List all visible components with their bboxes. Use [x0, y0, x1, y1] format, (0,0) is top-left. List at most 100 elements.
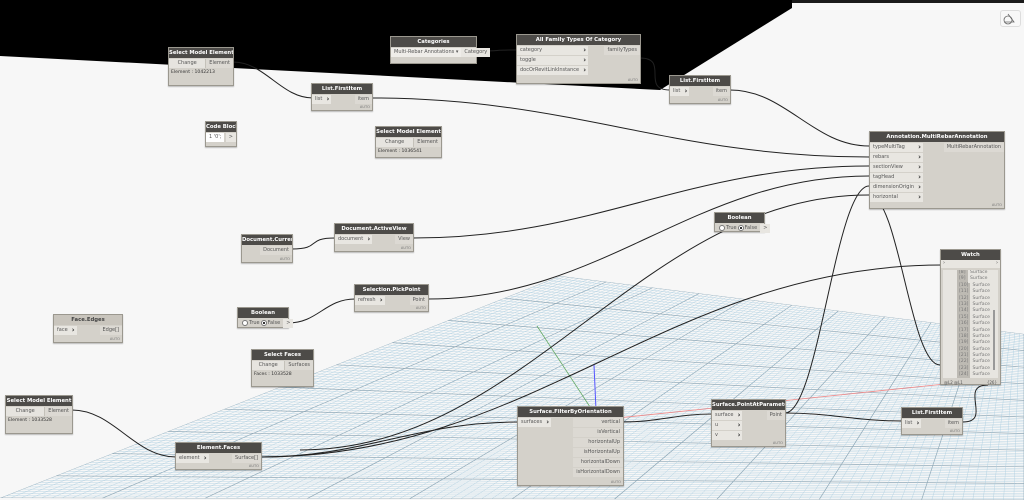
- input-port-refresh[interactable]: refresh: [355, 296, 385, 305]
- connector-wire[interactable]: [71, 409, 177, 458]
- input-port-surface[interactable]: surface: [712, 411, 743, 420]
- node-list-firstitem[interactable]: List.FirstItemlistitemAUTO: [901, 407, 963, 435]
- input-port-u[interactable]: u: [712, 421, 743, 430]
- output-port-point[interactable]: Point: [409, 296, 428, 305]
- watch-scrollbar[interactable]: [993, 310, 995, 370]
- output-port-document[interactable]: Document: [260, 246, 292, 255]
- output-port-vertical[interactable]: vertical: [573, 418, 623, 427]
- node-list-firstitem[interactable]: List.FirstItemlistitemAUTO: [669, 75, 731, 104]
- true-radio[interactable]: [719, 224, 725, 231]
- connector-wire[interactable]: [729, 89, 870, 147]
- input-port-surfaces[interactable]: surfaces: [518, 418, 552, 427]
- input-port-face[interactable]: face: [54, 326, 77, 335]
- connector-wire[interactable]: [622, 413, 713, 423]
- output-port-point[interactable]: Point: [766, 411, 785, 420]
- output-port-multirebarannotation[interactable]: MultiRebarAnnotation: [943, 143, 1004, 152]
- code-input[interactable]: 1 '0';: [206, 133, 225, 142]
- connector-wire[interactable]: [784, 185, 870, 414]
- connector-wire[interactable]: [287, 298, 356, 324]
- node-list-firstitem[interactable]: List.FirstItemlistitemAUTO: [311, 83, 373, 111]
- input-port-category[interactable]: category: [517, 46, 589, 55]
- category-dropdown[interactable]: Multi-Rebar Annotations ▾: [391, 48, 462, 57]
- input-port-toggle[interactable]: toggle: [517, 56, 589, 65]
- output-port-horizontalup[interactable]: horizontalUp: [573, 438, 623, 447]
- input-port-docorrevitlinkinstance[interactable]: docOrRevitLinkInstance: [517, 66, 589, 75]
- connector-wire[interactable]: [639, 57, 671, 91]
- output-port-item[interactable]: item: [944, 419, 962, 428]
- output-port[interactable]: Element: [206, 59, 233, 68]
- input-port[interactable]: ›: [943, 260, 945, 266]
- output-port-isvertical[interactable]: isVertical: [573, 428, 623, 437]
- node-selection-pickpoint[interactable]: Selection.PickPointrefreshPointAUTO: [354, 284, 429, 312]
- input-port-list[interactable]: list: [670, 87, 690, 96]
- connector-wire[interactable]: [232, 61, 314, 99]
- output-port[interactable]: Surfaces: [285, 361, 313, 370]
- connector-wire[interactable]: [412, 165, 870, 239]
- output-port-familytypes[interactable]: familyTypes: [604, 46, 640, 55]
- node-element-faces[interactable]: Element.FaceselementSurface[]AUTO: [175, 442, 262, 470]
- output-port[interactable]: Category: [461, 48, 491, 57]
- output-port-item[interactable]: item: [354, 95, 372, 104]
- input-port-list[interactable]: list: [902, 419, 922, 428]
- output-port-item[interactable]: item: [712, 87, 730, 96]
- output-port[interactable]: >: [760, 224, 771, 233]
- node-surface-filterbyorientation[interactable]: Surface.FilterByOrientationsurfacesverti…: [517, 406, 624, 486]
- input-port-horizontal[interactable]: horizontal: [870, 193, 924, 202]
- input-port-sectionview[interactable]: sectionView: [870, 163, 924, 172]
- input-port-v[interactable]: v: [712, 431, 743, 440]
- true-radio[interactable]: [242, 319, 248, 326]
- node-document-activeview[interactable]: Document.ActiveViewdocumentViewAUTO: [334, 223, 414, 252]
- false-radio[interactable]: [737, 224, 744, 231]
- change-button[interactable]: Change: [376, 138, 415, 147]
- geometry-view-toggle-button[interactable]: [1000, 10, 1021, 27]
- input-port-list[interactable]: list: [312, 95, 332, 104]
- input-port-element[interactable]: element: [176, 454, 209, 463]
- node-face-edges[interactable]: Face.EdgesfaceEdge[]AUTO: [53, 314, 123, 343]
- connector-wire[interactable]: [962, 384, 989, 423]
- output-port-surface[interactable]: Surface[]: [232, 454, 261, 463]
- output-port[interactable]: Element: [414, 138, 441, 147]
- connector-wire[interactable]: [371, 97, 870, 158]
- connector-wire[interactable]: [299, 194, 870, 451]
- input-port-document[interactable]: document: [335, 235, 373, 244]
- input-port-taghead[interactable]: tagHead: [870, 173, 924, 182]
- watch-list[interactable]: [8]Surface[9]Surface[10]Surface[11]Surfa…: [943, 270, 998, 378]
- change-button[interactable]: Change: [6, 407, 46, 416]
- input-port-rebars[interactable]: rebars: [870, 153, 924, 162]
- input-port-typemultitag[interactable]: typeMultiTag: [870, 143, 924, 152]
- connector-wire[interactable]: [260, 421, 519, 458]
- connector-wire[interactable]: [291, 237, 336, 250]
- connector-wire[interactable]: [868, 194, 941, 366]
- output-port-ishorizontalup[interactable]: isHorizontalUp: [573, 448, 623, 457]
- output-port[interactable]: >: [283, 319, 294, 328]
- change-button[interactable]: Change: [169, 59, 207, 68]
- output-port-view[interactable]: View: [395, 235, 413, 244]
- node-surface-pointatparameter[interactable]: Surface.PointAtParametersurfaceuvPointAU…: [711, 399, 786, 447]
- connector-wire[interactable]: [784, 412, 903, 422]
- output-port[interactable]: >: [225, 133, 236, 142]
- input-port-dimensionorigin[interactable]: dimensionOrigin: [870, 183, 924, 192]
- output-port-edge[interactable]: Edge[]: [99, 326, 122, 335]
- false-radio[interactable]: [260, 319, 267, 326]
- node-all-family-types-of-category[interactable]: All Family Types Of Categorycategorytogg…: [516, 34, 641, 84]
- output-port[interactable]: ›: [996, 260, 998, 266]
- output-port-horizontaldown[interactable]: horizontalDown: [573, 458, 623, 467]
- output-port[interactable]: Element: [45, 407, 72, 416]
- change-button[interactable]: Change: [252, 361, 286, 370]
- output-port-ishorizontaldown[interactable]: isHorizontalDown: [573, 468, 623, 477]
- watch-node[interactable]: Watch››[8]Surface[9]Surface[10]Surface[1…: [940, 249, 1001, 385]
- connector-wire[interactable]: [427, 175, 870, 300]
- connector-wire[interactable]: [260, 264, 943, 458]
